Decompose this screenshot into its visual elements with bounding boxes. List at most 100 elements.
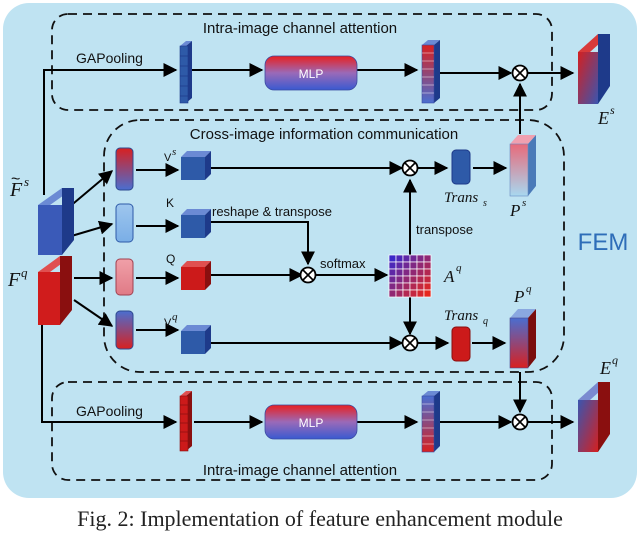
channel-q-strip: [115, 258, 134, 296]
matrix-cell: [388, 275, 397, 284]
feature-fs-block: [38, 188, 74, 255]
label-trans-s: Trans s: [444, 190, 487, 209]
svg-text:q: q: [21, 265, 28, 280]
matrix-cell: [402, 282, 411, 291]
multiply-softmax-icon: [299, 266, 317, 284]
gap-bottom-strip: [179, 391, 192, 452]
mlp-top-label: MLP: [299, 67, 324, 81]
feature-fq-block: [38, 256, 72, 325]
matrix-cell: [423, 268, 432, 277]
matrix-cell: [402, 268, 411, 277]
matrix-cell: [395, 275, 404, 284]
top-attention-box: [51, 13, 553, 111]
label-fq: F q: [7, 265, 28, 291]
matrix-cell: [402, 289, 411, 298]
svg-text:s: s: [172, 146, 176, 158]
matrix-cell: [388, 261, 397, 270]
trans-s-block: [451, 149, 471, 185]
output-es-block: [578, 34, 610, 104]
svg-text:s: s: [522, 197, 526, 209]
multiply-bottom-icon: [511, 413, 529, 431]
svg-text:E: E: [599, 358, 611, 378]
output-eq-block: [578, 382, 610, 452]
bottom-box-title: Intra-image channel attention: [203, 462, 397, 479]
matrix-cell: [423, 275, 432, 284]
matrix-cell: [388, 268, 397, 277]
matrix-cell: [388, 254, 397, 263]
gap-top-label: GAPooling: [76, 50, 143, 66]
matrix-cell: [395, 261, 404, 270]
svg-text:q: q: [172, 311, 178, 323]
channel-vs-strip: [115, 147, 134, 191]
ps-block: [509, 135, 536, 197]
matrix-cell: [409, 254, 418, 263]
label-vs: V s: [164, 146, 176, 164]
matrix-cell: [416, 282, 425, 291]
label-eq: E q: [599, 353, 618, 378]
channel-vq-strip: [115, 310, 134, 350]
multiply-vq-icon: [401, 334, 419, 352]
svg-text:~: ~: [11, 171, 20, 188]
figure-caption: Fig. 2: Implementation of feature enhanc…: [77, 506, 563, 531]
trans-q-block: [451, 326, 471, 362]
matrix-cell: [388, 289, 397, 298]
label-ps: P s: [509, 197, 526, 220]
matrix-cell: [416, 268, 425, 277]
matrix-cell: [395, 282, 404, 291]
label-vq: V q: [164, 311, 178, 329]
cube-k: [181, 209, 211, 238]
matrix-cell: [395, 254, 404, 263]
matrix-cell: [409, 289, 418, 298]
svg-text:F: F: [7, 269, 21, 291]
gap-top-strip: [179, 41, 192, 104]
svg-text:P: P: [509, 201, 520, 220]
mlp-bottom-box: [264, 404, 358, 440]
label-pq: P q: [513, 283, 532, 306]
matrix-cell: [402, 261, 411, 270]
matrix-cell: [395, 268, 404, 277]
matrix-cell: [409, 261, 418, 270]
cross-box-title: Cross-image information communication: [190, 126, 458, 143]
label-q: Q: [166, 252, 175, 266]
svg-text:q: q: [526, 283, 532, 295]
fem-panel: [3, 3, 637, 498]
transpose-label: transpose: [416, 222, 473, 237]
matrix-cell: [423, 261, 432, 270]
svg-text:P: P: [513, 287, 524, 306]
matrix-cell: [416, 261, 425, 270]
cross-image-box: [103, 119, 565, 373]
svg-text:V: V: [164, 317, 172, 329]
svg-text:F: F: [9, 179, 23, 201]
bottom-attention-box: [51, 381, 553, 481]
label-trans-q: Trans q: [444, 308, 488, 327]
matrix-cell: [423, 282, 432, 291]
matrix-cell: [395, 289, 404, 298]
matrix-cell: [409, 282, 418, 291]
reshape-label: reshape & transpose: [212, 204, 332, 219]
gap-bottom-label: GAPooling: [76, 403, 143, 419]
svg-text:Trans: Trans: [444, 190, 478, 206]
mlp-top-box: [264, 55, 358, 91]
multiply-top-icon: [511, 64, 529, 82]
matrix-cell: [416, 289, 425, 298]
matrix-cell: [409, 275, 418, 284]
connections: [41, 63, 575, 429]
svg-text:E: E: [597, 108, 609, 128]
matrix-cell: [402, 275, 411, 284]
cube-vs: [181, 151, 211, 180]
affinity-matrix-aq: [388, 254, 432, 298]
vector-top-strip: [421, 40, 440, 104]
mlp-bottom-label: MLP: [299, 416, 324, 430]
matrix-cell: [388, 282, 397, 291]
svg-text:Trans: Trans: [444, 308, 478, 324]
matrix-cell: [416, 275, 425, 284]
label-k: K: [166, 196, 174, 210]
svg-text:q: q: [456, 262, 462, 274]
matrix-cell: [423, 254, 432, 263]
matrix-cell: [409, 268, 418, 277]
top-box-title: Intra-image channel attention: [203, 20, 397, 37]
multiply-vs-icon: [401, 159, 419, 177]
svg-text:A: A: [443, 267, 455, 286]
svg-text:s: s: [24, 174, 29, 189]
pq-block: [509, 309, 536, 369]
